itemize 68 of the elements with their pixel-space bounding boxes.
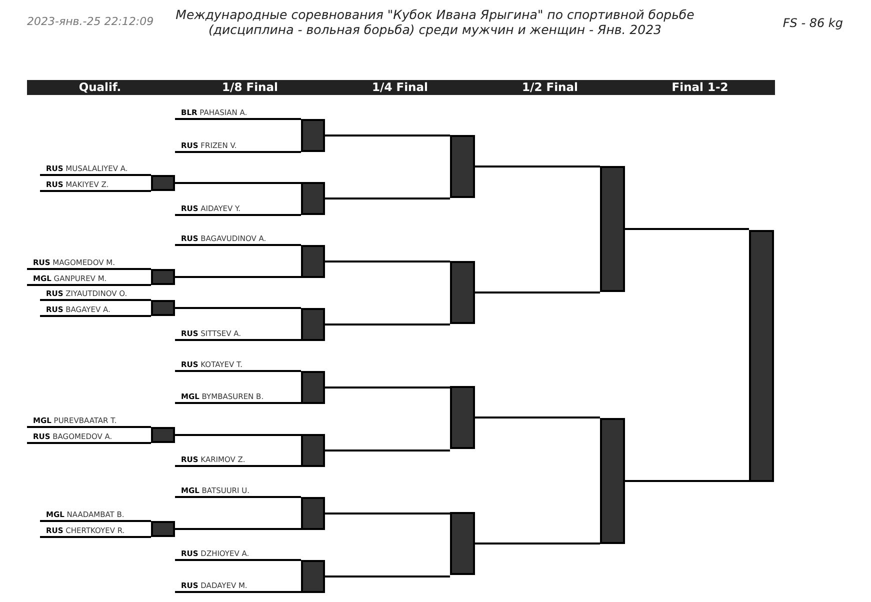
bracket-line bbox=[625, 480, 749, 482]
bracket-line bbox=[40, 299, 151, 301]
bracket-line bbox=[175, 559, 301, 561]
bracket-line bbox=[325, 260, 450, 262]
bracket-line bbox=[40, 174, 151, 176]
bracket-line bbox=[27, 268, 151, 270]
match-box bbox=[301, 434, 325, 467]
match-box bbox=[151, 300, 175, 316]
bracket-line bbox=[175, 434, 301, 436]
bracket-line bbox=[175, 151, 301, 153]
bracket-line bbox=[625, 228, 749, 230]
bracket-line bbox=[325, 512, 450, 514]
bracket-line bbox=[475, 416, 600, 418]
bracket-line bbox=[175, 370, 301, 372]
match-box bbox=[301, 182, 325, 215]
bracket-line bbox=[175, 214, 301, 216]
bracket-line bbox=[325, 576, 450, 578]
match-box bbox=[749, 230, 774, 482]
bracket-line bbox=[40, 315, 151, 317]
match-box bbox=[450, 261, 475, 324]
bracket-line bbox=[475, 292, 600, 294]
bracket-line bbox=[175, 118, 301, 120]
match-box bbox=[450, 386, 475, 449]
timestamp: 2023-янв.-25 22:12:09 bbox=[27, 14, 154, 30]
match-box bbox=[151, 175, 175, 191]
bracket-line bbox=[175, 339, 301, 341]
bracket-line bbox=[27, 426, 151, 428]
column-header: 1/4 Final bbox=[371, 80, 429, 95]
bracket-line bbox=[175, 591, 301, 593]
bracket-line bbox=[175, 528, 301, 530]
bracket-line bbox=[475, 542, 600, 544]
match-box bbox=[450, 512, 475, 575]
bracket-line bbox=[40, 536, 151, 538]
match-box bbox=[301, 245, 325, 278]
match-box bbox=[301, 497, 325, 530]
title: Международные соревнования "Кубок Ивана Ярыгина" по спортивной борьбе (дисциплина - вольная борьба) среди мужчин и женщин - Янв. 2023 bbox=[174, 7, 696, 37]
bracket-line bbox=[175, 496, 301, 498]
match-box bbox=[301, 119, 325, 152]
match-box bbox=[600, 418, 625, 544]
match-box bbox=[301, 308, 325, 341]
match-box bbox=[301, 560, 325, 593]
column-header: Final 1-2 bbox=[670, 80, 730, 95]
match-box bbox=[151, 269, 175, 285]
bracket-line bbox=[325, 198, 450, 200]
bracket-line bbox=[27, 284, 151, 286]
bracket-line bbox=[40, 520, 151, 522]
match-box bbox=[151, 427, 175, 443]
bracket-line bbox=[175, 465, 301, 467]
bracket-line bbox=[27, 442, 151, 444]
match-box bbox=[301, 371, 325, 404]
bracket-line bbox=[175, 307, 301, 309]
bracket-line bbox=[325, 134, 450, 136]
match-box bbox=[600, 166, 625, 292]
bracket-line bbox=[175, 276, 301, 278]
match-box bbox=[450, 135, 475, 198]
weight-category: FS - 86 kg bbox=[782, 15, 843, 32]
bracket-line bbox=[475, 166, 600, 168]
bracket-line bbox=[175, 402, 301, 404]
bracket-line bbox=[40, 190, 151, 192]
bracket-line bbox=[175, 182, 301, 184]
column-header: 1/8 Final bbox=[221, 80, 279, 95]
column-header: 1/2 Final bbox=[521, 80, 579, 95]
bracket-line bbox=[325, 450, 450, 452]
bracket-line bbox=[175, 244, 301, 246]
bracket-line bbox=[325, 324, 450, 326]
bracket-line bbox=[325, 386, 450, 388]
column-header: Qualif. bbox=[78, 80, 122, 95]
match-box bbox=[151, 521, 175, 537]
